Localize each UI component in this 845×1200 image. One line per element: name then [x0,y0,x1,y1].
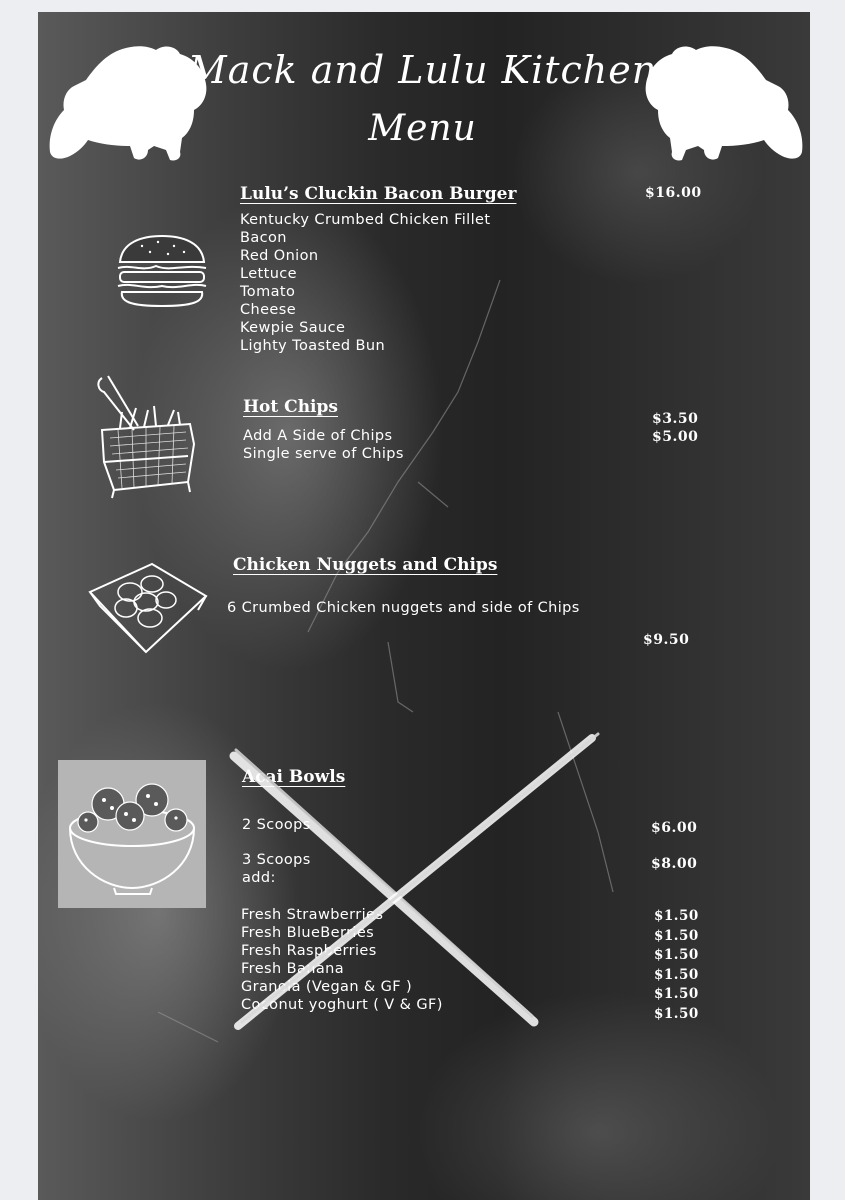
price: $1.50 [654,947,699,963]
nuggets-heading: Chicken Nuggets and Chips [233,555,498,575]
burger-illustration [117,234,207,308]
burger-price: $16.00 [645,185,702,201]
acai-option-3-scoops: 3 Scoops [242,852,311,868]
acai-heading: Acai Bowls [242,767,346,787]
fry-basket-illustration [97,375,196,499]
chips-prices: $3.50 $5.00 [652,410,698,446]
list-item: Tomato [240,284,296,300]
chips-options: Add A Side of Chips Single serve of Chip… [243,427,404,463]
list-item: Red Onion [240,248,319,264]
acai-add-label: add: [242,870,276,886]
price: $1.50 [654,1005,699,1022]
list-item: Cheese [240,302,297,318]
acai-image-frame [58,760,206,908]
price: $1.50 [654,966,699,983]
bulldog-silhouette-icon [49,46,207,161]
bulldog-silhouette-icon [645,46,803,161]
list-item: Fresh Banana [241,961,344,977]
list-item: Fresh Strawberries [241,907,384,923]
burger-ingredients: Kentucky Crumbed Chicken Fillet Bacon Re… [240,211,490,355]
chips-heading: Hot Chips [243,397,338,417]
menu-title: Menu [368,108,477,149]
list-item: Lettuce [240,266,297,282]
acai-option-2-scoops: 2 Scoops [242,817,311,833]
price: $3.50 [652,411,699,427]
acai-option-3-price: $8.00 [651,856,698,872]
nuggets-box-illustration [88,562,208,654]
price: $5.00 [652,429,699,445]
price: $1.50 [654,908,699,924]
list-item: Bacon [240,230,287,246]
nuggets-description: 6 Crumbed Chicken nuggets and side of Ch… [227,600,580,616]
list-item: Granola (Vegan & GF ) [241,979,413,995]
list-item: Fresh BlueBerries [241,925,375,941]
acai-addon-prices: $1.50 $1.50 $1.50 $1.50 $1.50 $1.50 [654,907,699,1024]
list-item: Kentucky Crumbed Chicken Fillet [240,212,491,228]
price: $1.50 [654,986,699,1002]
list-item: Add A Side of Chips [243,428,393,444]
burger-heading: Lulu’s Cluckin Bacon Burger [240,184,517,204]
list-item: Lighty Toasted Bun [240,338,386,354]
price: $1.50 [654,927,699,944]
list-item: Single serve of Chips [243,446,404,462]
acai-addons: Fresh Strawberries Fresh BlueBerries Fre… [241,906,443,1014]
nuggets-price: $9.50 [643,632,690,648]
list-item: Fresh Raspberries [241,943,377,959]
list-item: Kewpie Sauce [240,320,346,336]
acai-option-2-price: $6.00 [651,820,698,836]
list-item: Coconut yoghurt ( V & GF) [241,997,443,1013]
acai-bowl-illustration [69,783,195,895]
restaurant-name: Mack and Lulu Kitchen [187,48,658,92]
